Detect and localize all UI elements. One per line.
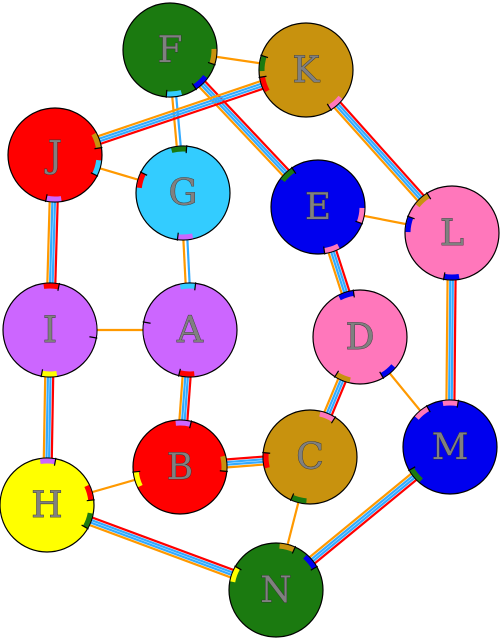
- port-mark: [39, 458, 56, 465]
- port-mark: [177, 233, 194, 240]
- port-mark: [263, 452, 270, 469]
- node-k: K: [258, 22, 354, 118]
- node-circle: [402, 399, 498, 495]
- node-f: F: [122, 2, 218, 98]
- node-label: G: [169, 173, 198, 214]
- port-mark: [179, 283, 196, 290]
- node-label: B: [167, 447, 193, 488]
- node-label: I: [43, 310, 57, 351]
- node-c: C: [262, 409, 358, 505]
- node-b: B: [132, 419, 228, 515]
- port-mark: [443, 273, 460, 280]
- port-mark: [143, 322, 150, 338]
- node-circle: [312, 289, 408, 385]
- port-mark: [356, 207, 365, 224]
- node-label: J: [44, 135, 62, 176]
- node-l: L: [404, 185, 500, 281]
- port-mark: [171, 146, 187, 153]
- port-mark: [45, 195, 62, 202]
- node-label: C: [296, 437, 324, 478]
- port-mark: [175, 420, 192, 427]
- node-circle: [142, 282, 238, 378]
- node-label: K: [293, 50, 321, 91]
- node-circle: [132, 419, 228, 515]
- node-n: N: [228, 542, 324, 638]
- node-a: A: [142, 282, 238, 378]
- node-circle: [404, 185, 500, 281]
- node-circle: [228, 542, 324, 638]
- port-mark: [405, 216, 414, 233]
- node-g: G: [135, 145, 231, 241]
- port-mark: [442, 400, 459, 407]
- node-label: E: [305, 187, 331, 228]
- node-label: H: [31, 485, 62, 526]
- node-circle: [2, 282, 98, 378]
- node-circle: [7, 107, 103, 203]
- node-m: M: [402, 399, 498, 495]
- node-circle: [262, 409, 358, 505]
- port-mark: [41, 370, 58, 377]
- node-circle: [135, 145, 231, 241]
- node-e: E: [270, 159, 366, 255]
- node-label: D: [346, 317, 375, 358]
- node-circle: [0, 457, 95, 553]
- node-label: L: [440, 213, 464, 254]
- port-mark: [220, 455, 227, 472]
- node-label: F: [158, 30, 183, 71]
- node-label: N: [260, 570, 292, 611]
- node-i: I: [2, 282, 98, 378]
- node-d: D: [312, 289, 408, 385]
- node-circle: [122, 2, 218, 98]
- port-mark: [209, 48, 217, 65]
- node-label: M: [432, 427, 469, 468]
- port-mark: [166, 90, 182, 97]
- port-mark: [90, 322, 97, 338]
- port-mark: [178, 370, 195, 377]
- node-circle: [258, 22, 354, 118]
- node-h: H: [0, 457, 95, 553]
- port-mark: [259, 55, 267, 72]
- node-circle: [270, 159, 366, 255]
- node-label: A: [176, 310, 204, 351]
- port-mark: [43, 283, 60, 290]
- node-j: J: [7, 107, 103, 203]
